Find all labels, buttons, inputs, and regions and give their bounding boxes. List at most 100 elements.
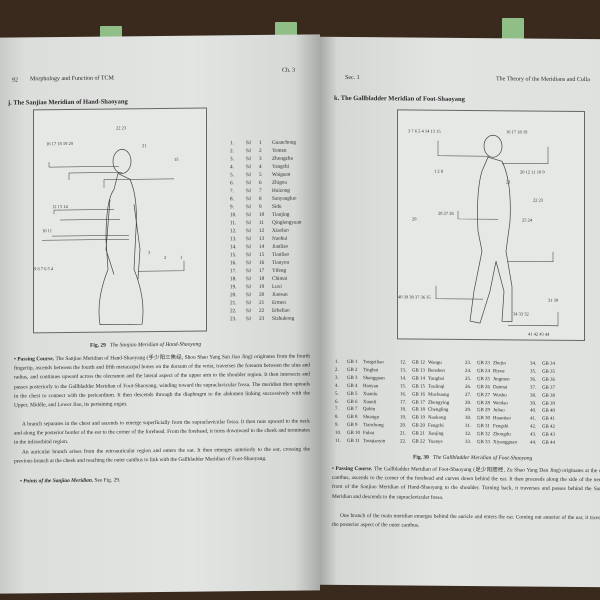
- point-k: 2: [259, 147, 262, 154]
- cell-name: Muchuang: [428, 392, 449, 398]
- cell-n: 5.: [335, 391, 339, 397]
- cell-n: 43.: [530, 432, 537, 438]
- cell-n: 23.: [465, 361, 472, 367]
- point-n: 15.: [230, 252, 237, 259]
- cell-c: GB 1: [347, 359, 358, 366]
- point-name: Guanchong: [272, 139, 296, 146]
- cell-n: 2.: [335, 367, 339, 373]
- cell-name: Wushu: [493, 392, 507, 398]
- point-n: 6.: [230, 180, 234, 187]
- point-k: 21: [259, 299, 265, 306]
- cell-name: Xuanlu: [363, 391, 378, 397]
- point-n: 22.: [230, 308, 237, 315]
- passing-course-label: • Passing Course.: [332, 465, 373, 473]
- cell-n: 32.: [465, 432, 472, 438]
- cell-name: Xiyangguan: [493, 440, 517, 446]
- cell-c: GB 25: [477, 376, 490, 383]
- point-name: Zhongzhu: [272, 155, 294, 162]
- point-c: SJ: [246, 244, 251, 251]
- cell-n: 44.: [530, 440, 537, 446]
- cell-n: 24.: [465, 368, 472, 374]
- branch-paragraph: One branch of the main meridian emerges …: [332, 512, 600, 529]
- cell-c: GB 6: [347, 399, 358, 405]
- point-name: Sidu: [272, 203, 282, 210]
- cell-n: 28.: [465, 400, 472, 406]
- figure-caption: Fig. 30 The Gallbladder Meridian of Foot…: [413, 455, 532, 462]
- point-n: 4.: [230, 164, 234, 171]
- running-head: The Theory of the Meridians and Colla: [496, 76, 590, 84]
- cell-c: GB 40: [542, 409, 555, 415]
- cell-name: Zhejin: [493, 361, 506, 367]
- point-n: 2.: [230, 148, 234, 155]
- paragraph-text: The Gallbladder Meridian of Foot-Shaoyan…: [332, 466, 600, 501]
- point-c: SJ: [246, 284, 251, 291]
- point-c: SJ: [246, 252, 251, 259]
- figure-label: 3 7 6 5 4 14 13 15: [408, 129, 441, 134]
- point-name: Sizhukong: [272, 315, 295, 322]
- cell-n: 27.: [465, 392, 472, 398]
- cell-c: GB 22: [412, 439, 425, 445]
- cell-c: GB 32: [477, 432, 490, 438]
- section-title: k. The Gallbladder Meridian of Foot-Shao…: [334, 94, 465, 103]
- cell-c: GB 26: [477, 384, 490, 390]
- cell-name: Qubin: [363, 407, 376, 413]
- cell-c: GB 19: [412, 415, 425, 421]
- cell-name: Jianjing: [428, 431, 444, 437]
- passing-course-paragraph: • Passing Course. The Gallbladder Meridi…: [332, 465, 600, 504]
- chapter-label: Ch. 3: [282, 67, 296, 74]
- figure-label: 16 17 18 19 20: [46, 141, 74, 146]
- point-k: 6: [259, 179, 262, 186]
- cell-c: GB 7: [347, 407, 358, 413]
- figure-label: 16 17 18 19: [506, 129, 528, 134]
- cell-name: Yuanye: [428, 439, 443, 445]
- cell-name: Riyue: [493, 369, 505, 375]
- figure-label: 15: [174, 157, 179, 162]
- point-k: 1: [259, 139, 262, 146]
- figure-label: 40 39 38 37 36 35: [398, 294, 431, 299]
- cell-n: 35.: [530, 369, 537, 375]
- point-name: Yangchi: [272, 163, 290, 170]
- cell-n: 38.: [530, 393, 537, 399]
- cell-n: 22.: [400, 439, 407, 445]
- figure-label: 12 13 14: [52, 204, 68, 209]
- cell-n: 37.: [530, 385, 537, 391]
- cell-c: GB 9: [347, 423, 358, 429]
- cell-c: GB 37: [542, 385, 555, 391]
- cell-name: Benshen: [428, 368, 445, 374]
- point-c: SJ: [246, 260, 251, 267]
- figure-label: 3: [148, 250, 151, 255]
- point-c: SJ: [246, 292, 251, 299]
- point-c: SJ: [246, 140, 251, 147]
- points-label: • Points of the Sanjiao Meridian.: [20, 477, 94, 485]
- figure-label: 22 23: [533, 198, 544, 203]
- cell-c: GB 8: [347, 415, 358, 421]
- point-n: 11.: [230, 220, 237, 227]
- figure-label: 22 23: [116, 125, 127, 130]
- cell-c: GB 34: [542, 361, 555, 367]
- figure-label: 41 42 43 44: [528, 332, 550, 337]
- point-k: 16: [259, 259, 265, 266]
- cell-c: GB 29: [477, 408, 490, 414]
- cell-c: GB 16: [412, 392, 425, 398]
- cell-n: 7.: [335, 407, 339, 413]
- cell-n: 6.: [335, 399, 339, 405]
- cell-name: Xuanli: [363, 399, 377, 405]
- point-c: SJ: [246, 228, 251, 235]
- point-k: 20: [259, 291, 265, 298]
- figure-label: 29: [412, 217, 417, 222]
- cell-n: 4.: [335, 383, 339, 389]
- cell-c: GB 12: [412, 360, 425, 366]
- point-c: SJ: [246, 212, 251, 219]
- section-label: Sec. 1: [345, 74, 360, 82]
- cell-c: GB 28: [477, 400, 490, 406]
- point-name: Sanyangluo: [272, 195, 297, 202]
- cell-c: GB 36: [542, 377, 555, 383]
- point-c: SJ: [246, 276, 251, 283]
- cell-c: GB 20: [412, 423, 425, 429]
